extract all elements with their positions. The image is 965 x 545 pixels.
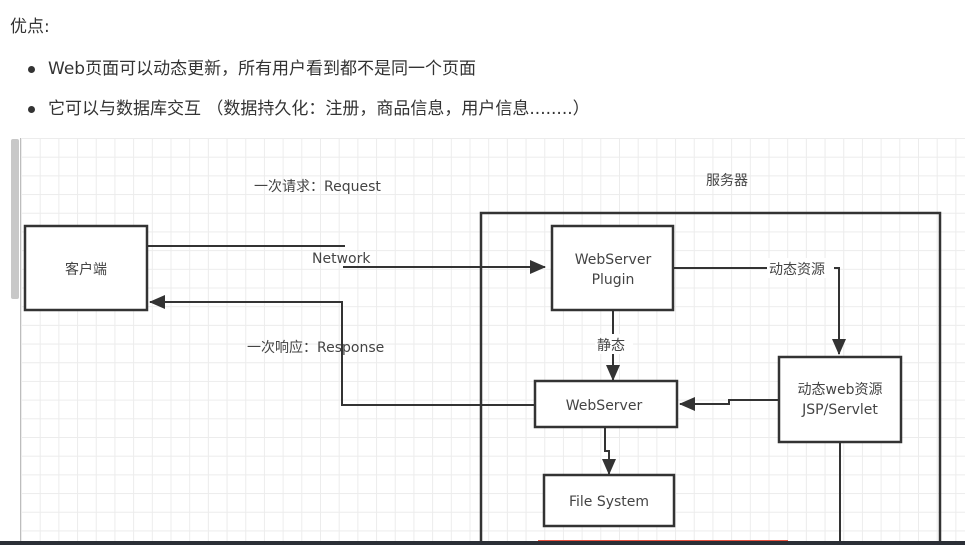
- dynamic-web-resource-label-line2: JSP/Servlet: [801, 402, 878, 418]
- dynamic-resource-label: 动态资源: [769, 262, 825, 278]
- client-box: [23, 224, 149, 312]
- response-label: 一次响应：Response: [247, 339, 384, 356]
- dynamic-web-resource-label-line1: 动态web资源: [798, 382, 883, 398]
- list-item-text: Web页面可以动态更新，所有用户看到都不是同一个页面: [48, 59, 477, 79]
- request-label: 一次请求：Request: [254, 179, 381, 195]
- webserver-plugin-label-line1: WebServer: [575, 252, 652, 268]
- webserver-to-filesystem-arrow: [602, 427, 616, 475]
- client-label: 客户端: [65, 261, 107, 278]
- webserver-label: WebServer: [566, 398, 643, 414]
- filesystem-box: [542, 473, 676, 528]
- bottom-bar: [0, 541, 965, 545]
- webserver-plugin-box: [550, 224, 675, 312]
- webserver-box: [533, 379, 679, 429]
- diagram-canvas: [20, 138, 965, 543]
- server-group-label: 服务器: [706, 173, 748, 189]
- dynamic-resource-arrow: [673, 267, 846, 355]
- dynamic-web-resource-box: [777, 355, 903, 444]
- server-container: [479, 211, 942, 545]
- network-label: Network: [312, 251, 371, 267]
- vertical-scrollbar[interactable]: [11, 139, 19, 299]
- static-label: 静态: [597, 338, 625, 354]
- filesystem-label: File System: [569, 494, 649, 510]
- dynamic-to-webserver-arrow: [679, 397, 779, 411]
- bullet-icon: [28, 106, 35, 113]
- list-item-text: 它可以与数据库交互 （数据持久化：注册，商品信息，用户信息........）: [48, 99, 590, 119]
- response-arrow: [149, 295, 535, 406]
- bullet-icon: [28, 66, 35, 73]
- list-item: Web页面可以动态更新，所有用户看到都不是同一个页面: [22, 55, 590, 95]
- list-item: 它可以与数据库交互 （数据持久化：注册，商品信息，用户信息........）: [22, 95, 590, 135]
- advantages-heading: 优点:: [10, 17, 50, 37]
- webserver-plugin-label-line2: Plugin: [592, 272, 635, 288]
- advantages-list: Web页面可以动态更新，所有用户看到都不是同一个页面 它可以与数据库交互 （数据…: [22, 55, 590, 135]
